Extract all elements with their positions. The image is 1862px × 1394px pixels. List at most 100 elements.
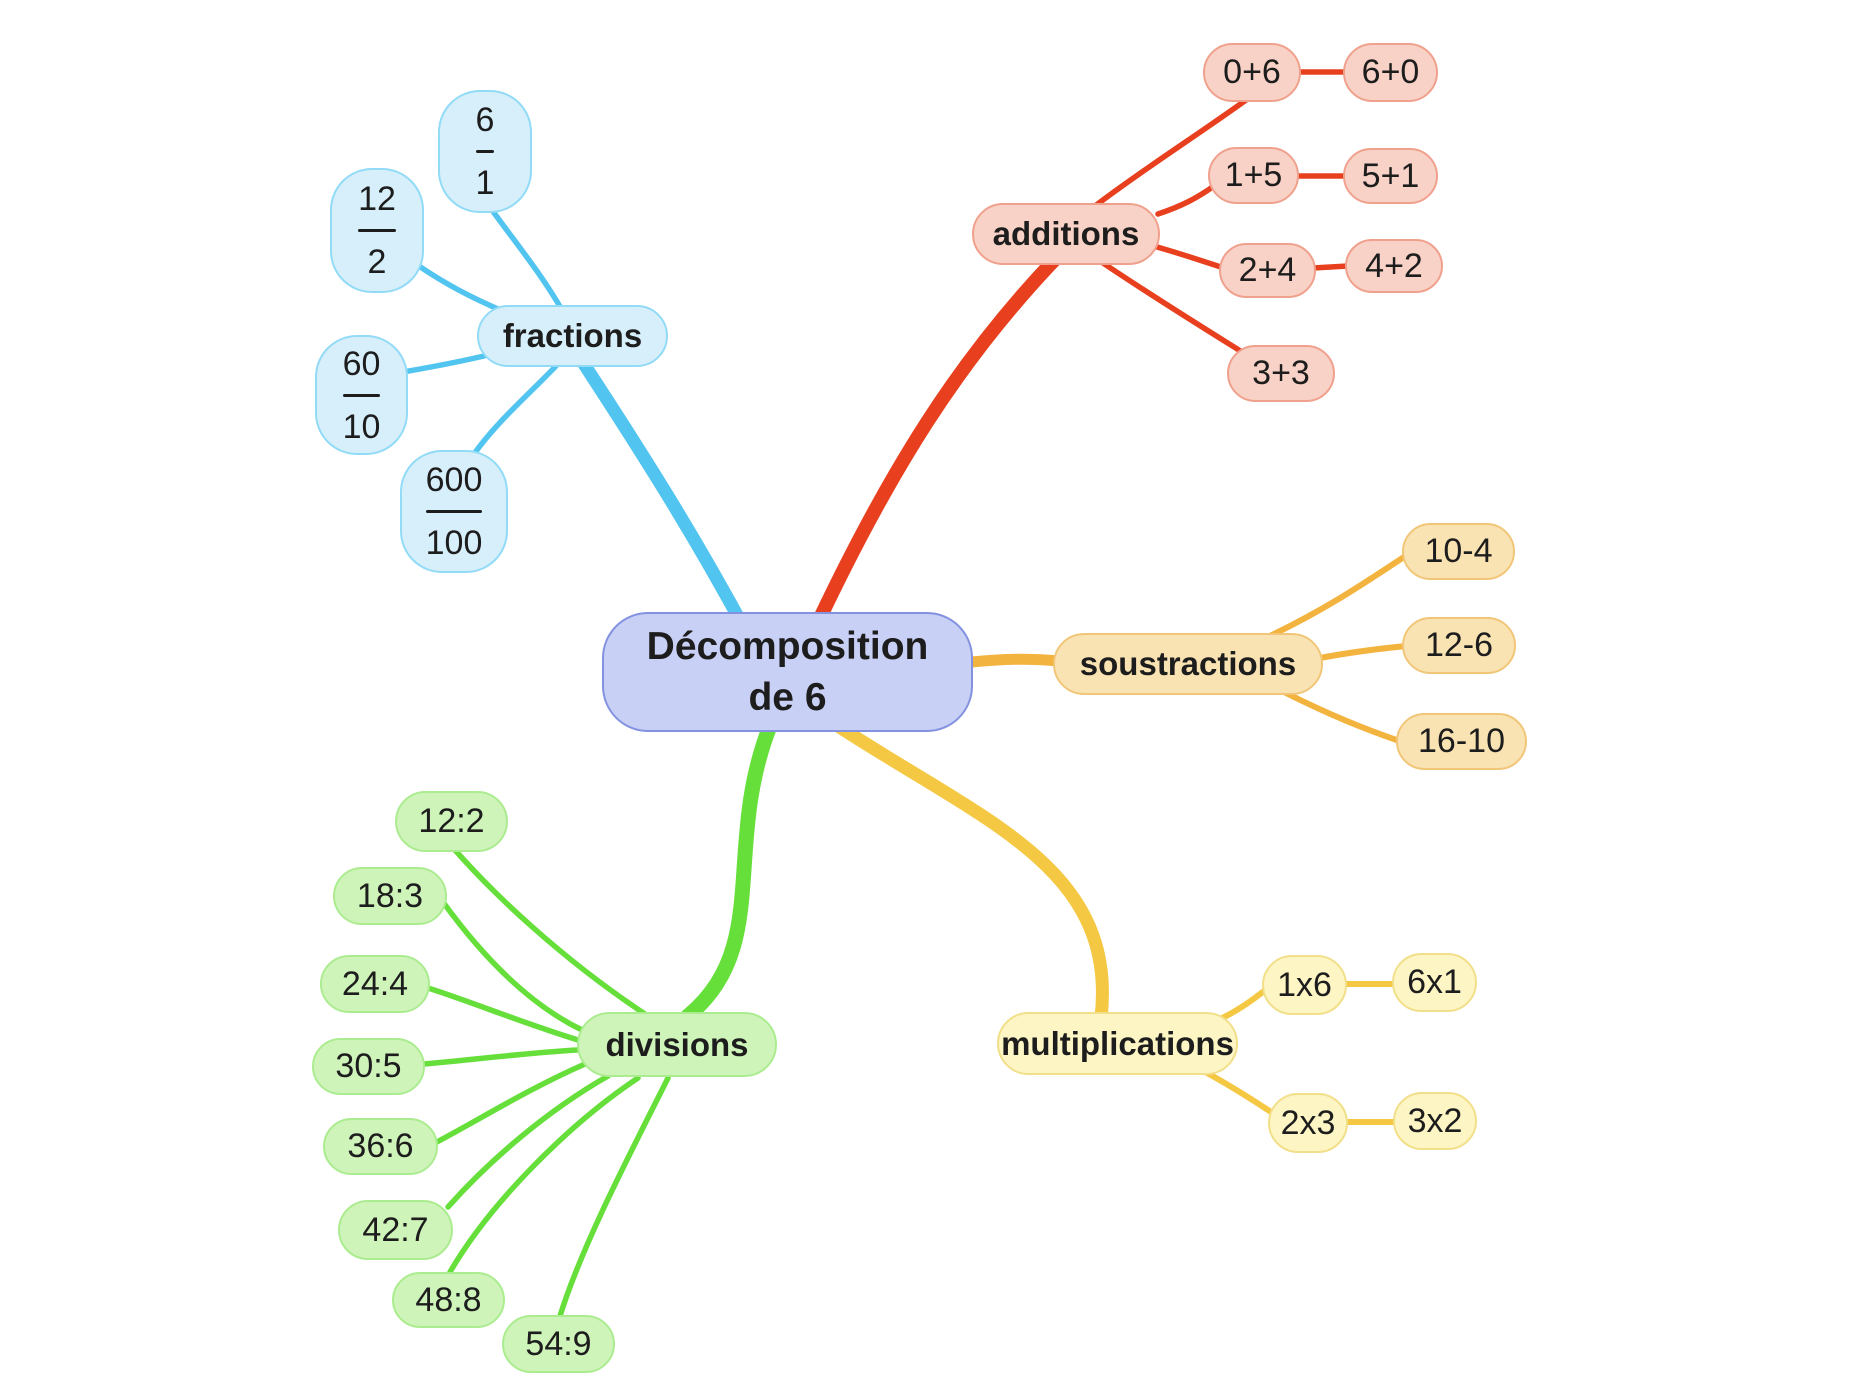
fraction-denominator: 10 <box>342 407 381 446</box>
node-multiplication-1x6[interactable]: 1x6 <box>1262 955 1347 1015</box>
node-label: 54:9 <box>525 1324 592 1363</box>
node-label: 4+2 <box>1365 246 1423 285</box>
link-divisions-36-6 <box>432 1061 588 1146</box>
link-divisions-24-4 <box>425 985 581 1043</box>
node-fraction-600-over-100[interactable]: 600 100 <box>400 450 508 573</box>
link-multiplications-2x3 <box>1195 1065 1277 1117</box>
link-fractions-6-over-1 <box>489 207 565 313</box>
node-division-18-3[interactable]: 18:3 <box>333 867 447 925</box>
branch-label: multiplications <box>1001 1024 1234 1062</box>
fraction-numerator: 600 <box>425 461 483 499</box>
node-division-30-5[interactable]: 30:5 <box>312 1038 425 1095</box>
node-label: 12:2 <box>418 802 485 840</box>
node-addition-5plus1[interactable]: 5+1 <box>1343 148 1438 204</box>
node-division-12-2[interactable]: 12:2 <box>395 791 508 852</box>
link-divisions-54-9 <box>557 1075 671 1319</box>
node-division-48-8[interactable]: 48:8 <box>392 1272 505 1328</box>
node-division-36-6[interactable]: 36:6 <box>323 1118 438 1175</box>
link-center-soustractions <box>954 653 1066 669</box>
node-addition-2plus4[interactable]: 2+4 <box>1219 243 1316 298</box>
node-label: 12-6 <box>1424 626 1494 664</box>
node-label: 30:5 <box>335 1047 402 1085</box>
node-label: 1+5 <box>1224 156 1283 194</box>
node-addition-0plus6[interactable]: 0+6 <box>1203 43 1301 102</box>
node-soustractions[interactable]: soustractions <box>1053 633 1323 695</box>
node-label: 16-10 <box>1418 722 1505 760</box>
link-divisions-30-5 <box>421 1047 580 1067</box>
node-label: 6+0 <box>1361 53 1420 91</box>
link-additions-2plus4 <box>1154 244 1227 271</box>
node-multiplication-2x3[interactable]: 2x3 <box>1268 1093 1348 1153</box>
fraction-denominator: 2 <box>367 243 387 281</box>
link-additions-0plus6 <box>1092 97 1249 209</box>
fraction-bar <box>425 510 483 513</box>
node-fraction-12-over-2[interactable]: 12 2 <box>330 168 424 293</box>
node-fraction-6-over-1[interactable]: 6 1 <box>438 90 532 213</box>
node-addition-1plus5[interactable]: 1+5 <box>1208 147 1299 204</box>
fraction-numerator: 60 <box>342 344 381 383</box>
branch-label: additions <box>992 215 1140 252</box>
link-divisions-42-7 <box>445 1073 611 1210</box>
link-divisions-18-3 <box>440 899 585 1033</box>
node-label: 10-4 <box>1424 532 1493 570</box>
link-center-additions <box>799 245 1069 655</box>
branch-label: soustractions <box>1079 645 1297 682</box>
fraction-denominator: 100 <box>425 524 483 562</box>
center-title-line2: de 6 <box>748 676 827 719</box>
link-fractions-60-over-10 <box>400 353 487 375</box>
link-fractions-600-over-100 <box>471 363 559 457</box>
link-2plus4-4plus2 <box>1310 263 1351 271</box>
fraction-numerator: 6 <box>475 101 495 139</box>
node-center[interactable]: Décomposition de 6 <box>602 612 973 732</box>
fraction-bar <box>342 393 381 397</box>
link-soustractions-10-4 <box>1267 550 1413 639</box>
node-addition-3plus3[interactable]: 3+3 <box>1227 345 1335 402</box>
node-addition-6plus0[interactable]: 6+0 <box>1343 43 1438 102</box>
fraction-denominator: 1 <box>475 164 495 202</box>
link-divisions-48-8 <box>447 1075 641 1275</box>
node-fraction-60-over-10[interactable]: 60 10 <box>315 335 408 455</box>
branch-label: fractions <box>502 317 643 354</box>
link-additions-3plus3 <box>1100 260 1245 355</box>
fraction-value: 6 1 <box>475 101 495 202</box>
link-center-divisions <box>680 718 778 1024</box>
node-addition-4plus2[interactable]: 4+2 <box>1345 239 1443 293</box>
node-label: 48:8 <box>415 1280 482 1319</box>
fraction-value: 12 2 <box>358 182 396 279</box>
node-label: 24:4 <box>341 964 409 1003</box>
fraction-value: 60 10 <box>342 344 381 446</box>
node-label: 0+6 <box>1223 53 1281 91</box>
node-label: 3+3 <box>1252 354 1310 392</box>
link-center-multiplications <box>831 719 1109 1025</box>
node-additions[interactable]: additions <box>972 203 1160 265</box>
node-multiplication-6x1[interactable]: 6x1 <box>1392 953 1477 1012</box>
node-label: 36:6 <box>347 1127 414 1165</box>
node-fractions[interactable]: fractions <box>477 305 668 367</box>
fraction-bar <box>358 229 396 232</box>
link-center-fractions <box>573 351 763 657</box>
node-division-42-7[interactable]: 42:7 <box>338 1200 453 1260</box>
node-divisions[interactable]: divisions <box>577 1012 777 1077</box>
node-label: 1x6 <box>1277 965 1332 1004</box>
node-label: 42:7 <box>362 1210 429 1249</box>
node-multiplications[interactable]: multiplications <box>997 1012 1238 1075</box>
link-soustractions-12-6 <box>1317 643 1409 661</box>
node-multiplication-3x2[interactable]: 3x2 <box>1393 1092 1477 1150</box>
node-label: 2x3 <box>1280 1103 1336 1142</box>
node-label: 2+4 <box>1238 251 1297 289</box>
link-additions-1plus5 <box>1155 183 1217 217</box>
link-soustractions-16-10 <box>1283 690 1405 745</box>
node-soustraction-16-10[interactable]: 16-10 <box>1396 713 1527 770</box>
fraction-bar <box>475 150 495 153</box>
node-soustraction-12-6[interactable]: 12-6 <box>1402 617 1516 674</box>
node-soustraction-10-4[interactable]: 10-4 <box>1402 523 1515 580</box>
branch-label: divisions <box>605 1025 749 1063</box>
node-division-24-4[interactable]: 24:4 <box>320 955 430 1013</box>
fraction-numerator: 12 <box>358 180 396 218</box>
node-division-54-9[interactable]: 54:9 <box>502 1315 615 1373</box>
node-label: 6x1 <box>1407 963 1462 1001</box>
node-label: 5+1 <box>1361 156 1420 195</box>
node-label: 3x2 <box>1407 1101 1463 1140</box>
